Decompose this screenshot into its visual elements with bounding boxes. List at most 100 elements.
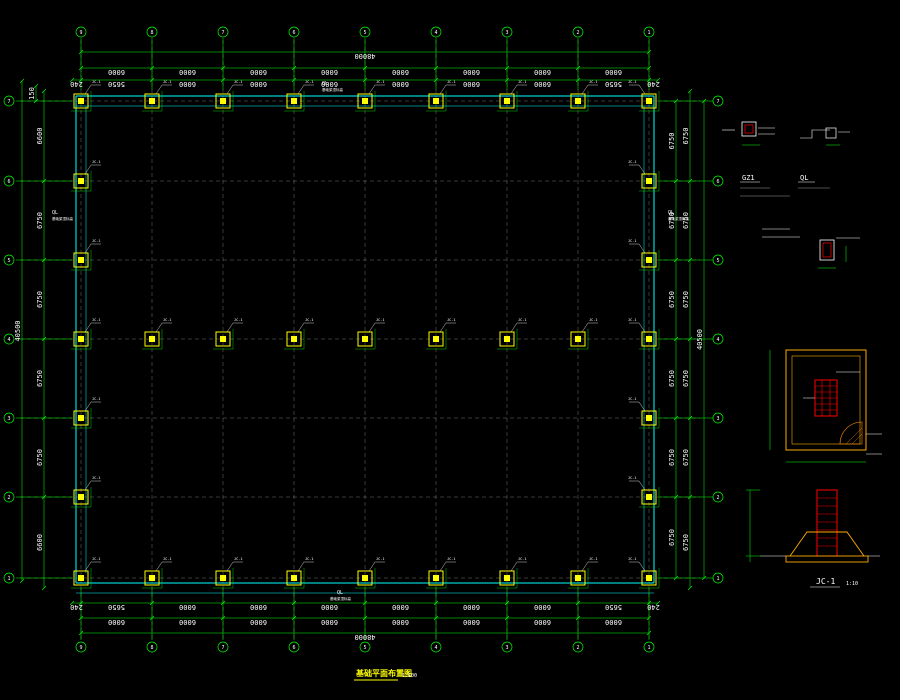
footing-tag: JC-1 [447, 318, 455, 322]
axis-circle [712, 95, 724, 107]
column-footing: JC-1 [355, 557, 385, 589]
dimension-label: 6600 [36, 534, 44, 551]
axis-circle [572, 641, 584, 653]
column-square [433, 98, 439, 104]
footing-outline [215, 93, 231, 109]
dimension-label: 5650 [108, 80, 125, 88]
axis-label: 5 [363, 645, 366, 651]
axis-label: 4 [716, 337, 719, 343]
footing-outline [570, 570, 586, 586]
column-footing: JC-1 [71, 318, 101, 350]
column-square [575, 98, 581, 104]
grid-layer [16, 38, 716, 640]
footing-outline [641, 410, 657, 426]
footing-outline [73, 252, 89, 268]
footing-tag: JC-1 [628, 80, 636, 84]
column-square [362, 336, 368, 342]
footing-tag: JC-1 [234, 557, 242, 561]
axis-circle [712, 491, 724, 503]
dimension-label: 6000 [321, 80, 338, 88]
dimension-tick [78, 49, 84, 55]
footing-leader [581, 84, 589, 95]
footing-outline [570, 331, 586, 347]
column-square [646, 415, 652, 421]
footing-outline [286, 331, 302, 347]
column-footing: JC-1 [628, 557, 660, 589]
column-footing: JC-1 [628, 160, 660, 192]
beam-layer [75, 95, 655, 594]
column-footing: JC-1 [355, 80, 385, 112]
dimension-tick [673, 494, 679, 500]
column-footing: JC-1 [284, 318, 314, 350]
footing-outline [499, 93, 515, 109]
dimension-tick [291, 65, 297, 71]
dimension-tick [362, 615, 368, 621]
dimension-tick [78, 615, 84, 621]
column-square [78, 257, 84, 263]
dimension-label: 6750 [668, 529, 676, 546]
ql-detail: QL [798, 127, 850, 189]
dimension-label: 6000 [463, 80, 480, 88]
column-square [575, 336, 581, 342]
dimension-tick [646, 49, 652, 55]
footing-tag: JC-1 [92, 557, 100, 561]
column-footing: JC-1 [497, 318, 527, 350]
dimension-tick [41, 336, 47, 342]
footing-outline [144, 93, 160, 109]
jc1-plan-detail [769, 349, 882, 463]
axis-label: 9 [79, 30, 82, 36]
dimension-label: 48000 [354, 633, 375, 641]
footing-tag: JC-1 [447, 557, 455, 561]
footing-leader [155, 561, 163, 572]
axis-bubble: 4 [3, 333, 15, 345]
footing-leader [638, 561, 646, 572]
axis-circle [712, 333, 724, 345]
axis-label: 7 [221, 645, 224, 651]
dimension-label: 6000 [321, 68, 338, 76]
dimension-tick [687, 415, 693, 421]
column-footing: JC-1 [628, 476, 660, 508]
axis-bubble: 3 [712, 412, 724, 424]
footing-tag: JC-1 [305, 318, 313, 322]
axis-bubble: 5 [3, 254, 15, 266]
dimension-tick [69, 77, 75, 83]
dimension-tick [362, 65, 368, 71]
column-square [646, 494, 652, 500]
column-square [78, 336, 84, 342]
footing-tag: JC-1 [589, 557, 597, 561]
axis-bubble: 2 [572, 641, 584, 653]
dimension-label: 6750 [682, 449, 690, 466]
axis-label: 2 [576, 645, 579, 651]
footing-leader [226, 322, 234, 333]
dimension-tick [433, 615, 439, 621]
dimension-tick [291, 615, 297, 621]
footing-outline [215, 331, 231, 347]
jc1-section-detail: JC-1 1:10 [746, 489, 880, 588]
footing-leader [510, 84, 518, 95]
gz1-detail: GZ1 [722, 121, 790, 197]
footing-tag: JC-1 [305, 557, 313, 561]
axis-circle [643, 641, 655, 653]
column-square [646, 98, 652, 104]
column-square [149, 575, 155, 581]
axis-circle [359, 26, 371, 38]
footing-leader [226, 561, 234, 572]
dimension-tick [701, 98, 707, 104]
footing-leader [84, 164, 92, 175]
column-square [362, 98, 368, 104]
beam-note: 基础梁顶标高 [52, 216, 73, 221]
footing-tag: JC-1 [92, 318, 100, 322]
footing-outline [428, 570, 444, 586]
dimension-tick [646, 65, 652, 71]
axis-bubble: 1 [712, 572, 724, 584]
column-square [78, 178, 84, 184]
axis-label: 5 [716, 258, 719, 264]
axis-circle [3, 175, 15, 187]
dimension-label: 6750 [682, 370, 690, 387]
footing-tag: JC-1 [376, 80, 384, 84]
column-square [362, 575, 368, 581]
column-footing: JC-1 [284, 557, 314, 589]
footing-outline [641, 173, 657, 189]
dimension-tick [220, 77, 226, 83]
dimension-tick [687, 336, 693, 342]
